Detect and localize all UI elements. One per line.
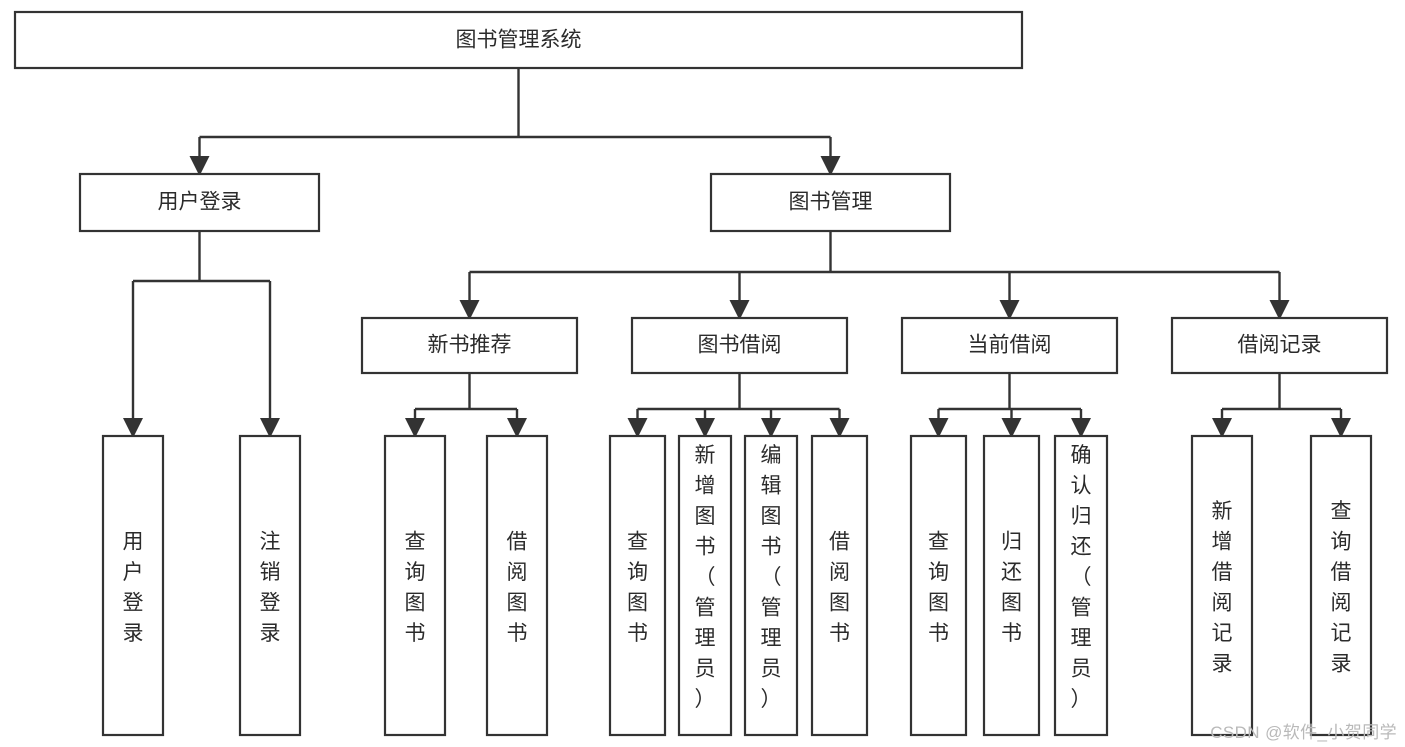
node-leaf-add-borrow-record-label: 新增借阅记录 xyxy=(1212,500,1233,676)
node-leaf-user-login-label: 用户登录 xyxy=(123,531,144,646)
node-leaf-query-book-recommend-label: 查询图书 xyxy=(405,531,426,646)
node-leaf-return-book-label: 归还图书 xyxy=(1001,531,1022,646)
node-book-manage-label: 图书管理 xyxy=(789,191,873,214)
node-leaf-query-book-borrow-label: 查询图书 xyxy=(627,531,648,646)
arrow-head-leaf-query-book-current xyxy=(928,418,949,438)
arrow-head-leaf-query-book-borrow xyxy=(627,418,648,438)
arrow-head-leaf-user-login xyxy=(123,418,143,438)
connector-book-borrow-bus xyxy=(636,373,841,422)
node-new-book-recommend-label: 新书推荐 xyxy=(428,334,512,357)
arrow-head-leaf-add-borrow-record xyxy=(1212,418,1232,438)
node-leaf-borrow-book-recommend-label: 借阅图书 xyxy=(507,531,528,646)
connector-root-bus xyxy=(198,68,832,160)
connector-current-borrow-bus xyxy=(937,373,1083,422)
node-leaf-user-login[interactable]: 用户登录 xyxy=(101,434,165,737)
node-root-label: 图书管理系统 xyxy=(456,29,582,52)
arrow-head-book-borrow xyxy=(729,300,750,320)
connector-user-login-bus xyxy=(131,231,272,422)
node-leaf-borrow-book-recommend[interactable]: 借阅图书 xyxy=(485,434,549,737)
node-borrow-record[interactable]: 借阅记录 xyxy=(1170,316,1389,375)
arrow-head-leaf-query-borrow-record xyxy=(1331,418,1351,438)
node-leaf-edit-book-admin[interactable]: 编辑图书（管理员） xyxy=(743,434,799,737)
node-leaf-user-login-box[interactable] xyxy=(101,434,165,737)
node-root-box[interactable] xyxy=(13,10,1024,70)
node-leaf-borrow-book[interactable]: 借阅图书 xyxy=(810,434,869,737)
node-current-borrow[interactable]: 当前借阅 xyxy=(900,316,1119,375)
node-leaf-add-book-admin-label: 新增图书（管理员） xyxy=(695,444,716,711)
csdn-watermark: CSDN @软件_小贺同学 xyxy=(1210,723,1397,742)
node-leaf-confirm-return-admin[interactable]: 确认归还（管理员） xyxy=(1053,434,1109,737)
connector-layer xyxy=(123,68,1351,438)
node-user-login-label: 用户登录 xyxy=(158,191,242,214)
arrow-head-leaf-borrow-book xyxy=(829,418,850,438)
node-leaf-confirm-return-admin-box[interactable] xyxy=(1053,434,1109,737)
arrow-head-leaf-confirm-return-admin xyxy=(1071,418,1091,438)
node-leaf-return-book-box[interactable] xyxy=(982,434,1041,737)
arrow-head-leaf-add-book-admin xyxy=(695,418,715,438)
node-new-book-recommend[interactable]: 新书推荐 xyxy=(360,316,579,375)
arrow-head-leaf-return-book xyxy=(1001,418,1022,438)
node-leaf-query-book-recommend[interactable]: 查询图书 xyxy=(383,434,447,737)
node-new-book-recommend-box[interactable] xyxy=(360,316,579,375)
node-borrow-record-box[interactable] xyxy=(1170,316,1389,375)
arrow-head-leaf-query-book-recommend xyxy=(405,418,425,438)
arrow-head-borrow-record xyxy=(1269,300,1290,320)
node-leaf-query-book-current-box[interactable] xyxy=(909,434,968,737)
node-user-login-box[interactable] xyxy=(78,172,321,233)
arrow-head-current-borrow xyxy=(999,300,1020,320)
node-leaf-return-book[interactable]: 归还图书 xyxy=(982,434,1041,737)
node-leaf-add-book-admin[interactable]: 新增图书（管理员） xyxy=(677,434,733,737)
connector-new-book-recommend-bus xyxy=(413,373,519,422)
node-leaf-query-book-current[interactable]: 查询图书 xyxy=(909,434,968,737)
arrow-head-leaf-borrow-book-recommend xyxy=(507,418,527,438)
node-book-borrow-box[interactable] xyxy=(630,316,849,375)
node-leaf-query-book-current-label: 查询图书 xyxy=(928,531,949,646)
node-current-borrow-label: 当前借阅 xyxy=(968,334,1052,357)
node-current-borrow-box[interactable] xyxy=(900,316,1119,375)
node-leaf-confirm-return-admin-label: 确认归还（管理员） xyxy=(1071,444,1092,711)
node-leaf-edit-book-admin-box[interactable] xyxy=(743,434,799,737)
node-leaf-add-book-admin-box[interactable] xyxy=(677,434,733,737)
node-leaf-borrow-book-box[interactable] xyxy=(810,434,869,737)
node-leaf-query-borrow-record-label: 查询借阅记录 xyxy=(1331,500,1352,676)
node-book-borrow[interactable]: 图书借阅 xyxy=(630,316,849,375)
arrow-head-leaf-edit-book-admin xyxy=(761,418,781,438)
node-leaf-borrow-book-recommend-box[interactable] xyxy=(485,434,549,737)
node-book-borrow-label: 图书借阅 xyxy=(698,334,782,357)
node-book-manage-box[interactable] xyxy=(709,172,952,233)
node-borrow-record-label: 借阅记录 xyxy=(1238,334,1322,357)
connector-borrow-record-bus xyxy=(1220,373,1343,422)
node-book-manage[interactable]: 图书管理 xyxy=(709,172,952,233)
arrow-head-user-login xyxy=(189,156,210,176)
connector-book-manage-bus xyxy=(468,231,1281,304)
node-leaf-query-book-borrow-box[interactable] xyxy=(608,434,667,737)
node-leaf-logout-label: 注销登录 xyxy=(260,531,281,646)
node-layer: 图书管理系统 用户登录 图书管理 新书推荐 图书借阅 xyxy=(13,10,1389,737)
node-leaf-logout[interactable]: 注销登录 xyxy=(238,434,302,737)
arrow-head-book-manage xyxy=(820,156,841,176)
node-leaf-logout-box[interactable] xyxy=(238,434,302,737)
node-root[interactable]: 图书管理系统 xyxy=(13,10,1024,70)
node-leaf-query-borrow-record[interactable]: 查询借阅记录 xyxy=(1309,434,1373,737)
node-leaf-query-book-recommend-box[interactable] xyxy=(383,434,447,737)
node-leaf-borrow-book-label: 借阅图书 xyxy=(829,531,850,646)
arrow-head-new-book-recommend xyxy=(459,300,480,320)
node-user-login[interactable]: 用户登录 xyxy=(78,172,321,233)
node-leaf-query-borrow-record-box[interactable] xyxy=(1309,434,1373,737)
arrow-head-leaf-logout xyxy=(260,418,280,438)
node-leaf-query-book-borrow[interactable]: 查询图书 xyxy=(608,434,667,737)
node-leaf-add-borrow-record[interactable]: 新增借阅记录 xyxy=(1190,434,1254,737)
node-leaf-edit-book-admin-label: 编辑图书（管理员） xyxy=(761,444,782,711)
node-leaf-add-borrow-record-box[interactable] xyxy=(1190,434,1254,737)
